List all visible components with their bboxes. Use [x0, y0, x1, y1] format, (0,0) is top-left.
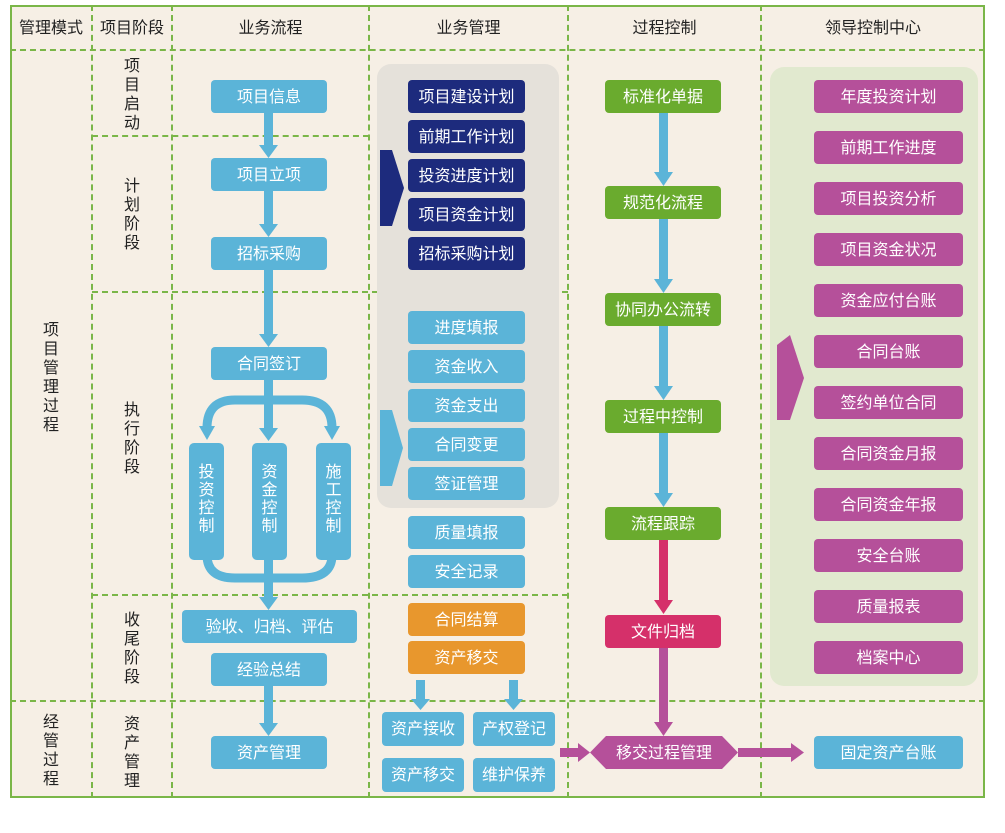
execution-item: 资金收入 [408, 350, 525, 383]
mode-project: 项目管理过程 [42, 320, 59, 434]
plan-item: 项目建设计划 [408, 80, 525, 113]
divider [760, 5, 762, 798]
stage-start: 项目启动 [123, 56, 140, 132]
flow-construction-control: 施工控制 [316, 443, 351, 560]
leader-item: 项目投资分析 [814, 182, 963, 215]
flow-bidding: 招标采购 [211, 237, 327, 270]
control-step: 过程中控制 [605, 400, 721, 433]
leader-item: 合同资金年报 [814, 488, 963, 521]
closing-item: 合同结算 [408, 603, 525, 636]
header-flow: 业务流程 [238, 18, 303, 37]
leader-item: 年度投资计划 [814, 80, 963, 113]
transfer-hexagon [590, 736, 738, 769]
execution-item: 合同变更 [408, 428, 525, 461]
asset-item: 资产接收 [382, 712, 464, 746]
control-step: 流程跟踪 [605, 507, 721, 540]
plan-item: 前期工作计划 [408, 120, 525, 153]
leader-fixed-assets: 固定资产台账 [814, 736, 963, 769]
stage-plan: 计划阶段 [123, 176, 140, 252]
divider [92, 135, 369, 137]
control-archive: 文件归档 [605, 615, 721, 648]
execution-item: 进度填报 [408, 311, 525, 344]
control-step: 标准化单据 [605, 80, 721, 113]
leader-item: 项目资金状况 [814, 233, 963, 266]
control-transfer: 移交过程管理 [615, 743, 712, 762]
flow-fund-control: 资金控制 [252, 443, 287, 560]
divider [10, 49, 985, 51]
asset-item: 产权登记 [473, 712, 555, 746]
leader-item: 档案中心 [814, 641, 963, 674]
divider [368, 5, 370, 798]
leader-panel [770, 67, 978, 686]
control-step: 协同办公流转 [605, 293, 721, 326]
closing-item: 资产移交 [408, 641, 525, 674]
stage-asset: 资产管理 [123, 714, 140, 790]
plan-item: 招标采购计划 [408, 237, 525, 270]
flow-summary: 经验总结 [211, 653, 327, 686]
flow-contract: 合同签订 [211, 347, 327, 380]
leader-item: 合同资金月报 [814, 437, 963, 470]
execution-item: 质量填报 [408, 516, 525, 549]
divider [567, 5, 569, 798]
flow-project-info: 项目信息 [211, 80, 327, 113]
flow-project-approval: 项目立项 [211, 158, 327, 191]
leader-item: 质量报表 [814, 590, 963, 623]
asset-item: 资产移交 [382, 758, 464, 792]
plan-item: 投资进度计划 [408, 159, 525, 192]
leader-item: 前期工作进度 [814, 131, 963, 164]
stage-close: 收尾阶段 [123, 610, 140, 686]
plan-item: 项目资金计划 [408, 198, 525, 231]
leader-item: 合同台账 [814, 335, 963, 368]
control-step: 规范化流程 [605, 186, 721, 219]
execution-item: 签证管理 [408, 467, 525, 500]
leader-item: 资金应付台账 [814, 284, 963, 317]
flow-investment-control: 投资控制 [189, 443, 224, 560]
header-stage: 项目阶段 [99, 18, 164, 37]
flow-acceptance: 验收、归档、评估 [182, 610, 357, 643]
stage-execute: 执行阶段 [123, 400, 140, 476]
divider [92, 594, 568, 596]
mode-operation: 经管过程 [42, 712, 59, 788]
leader-item: 安全台账 [814, 539, 963, 572]
divider [91, 5, 93, 798]
header-leader: 领导控制中心 [824, 18, 921, 37]
header-control: 过程控制 [632, 18, 697, 37]
header-mode: 管理模式 [18, 18, 83, 37]
header-management: 业务管理 [436, 18, 501, 37]
execution-item: 安全记录 [408, 555, 525, 588]
divider [92, 291, 568, 293]
divider [10, 700, 985, 702]
execution-item: 资金支出 [408, 389, 525, 422]
divider [171, 5, 173, 798]
flow-asset-management: 资产管理 [211, 736, 327, 769]
asset-item: 维护保养 [473, 758, 555, 792]
leader-item: 签约单位合同 [814, 386, 963, 419]
